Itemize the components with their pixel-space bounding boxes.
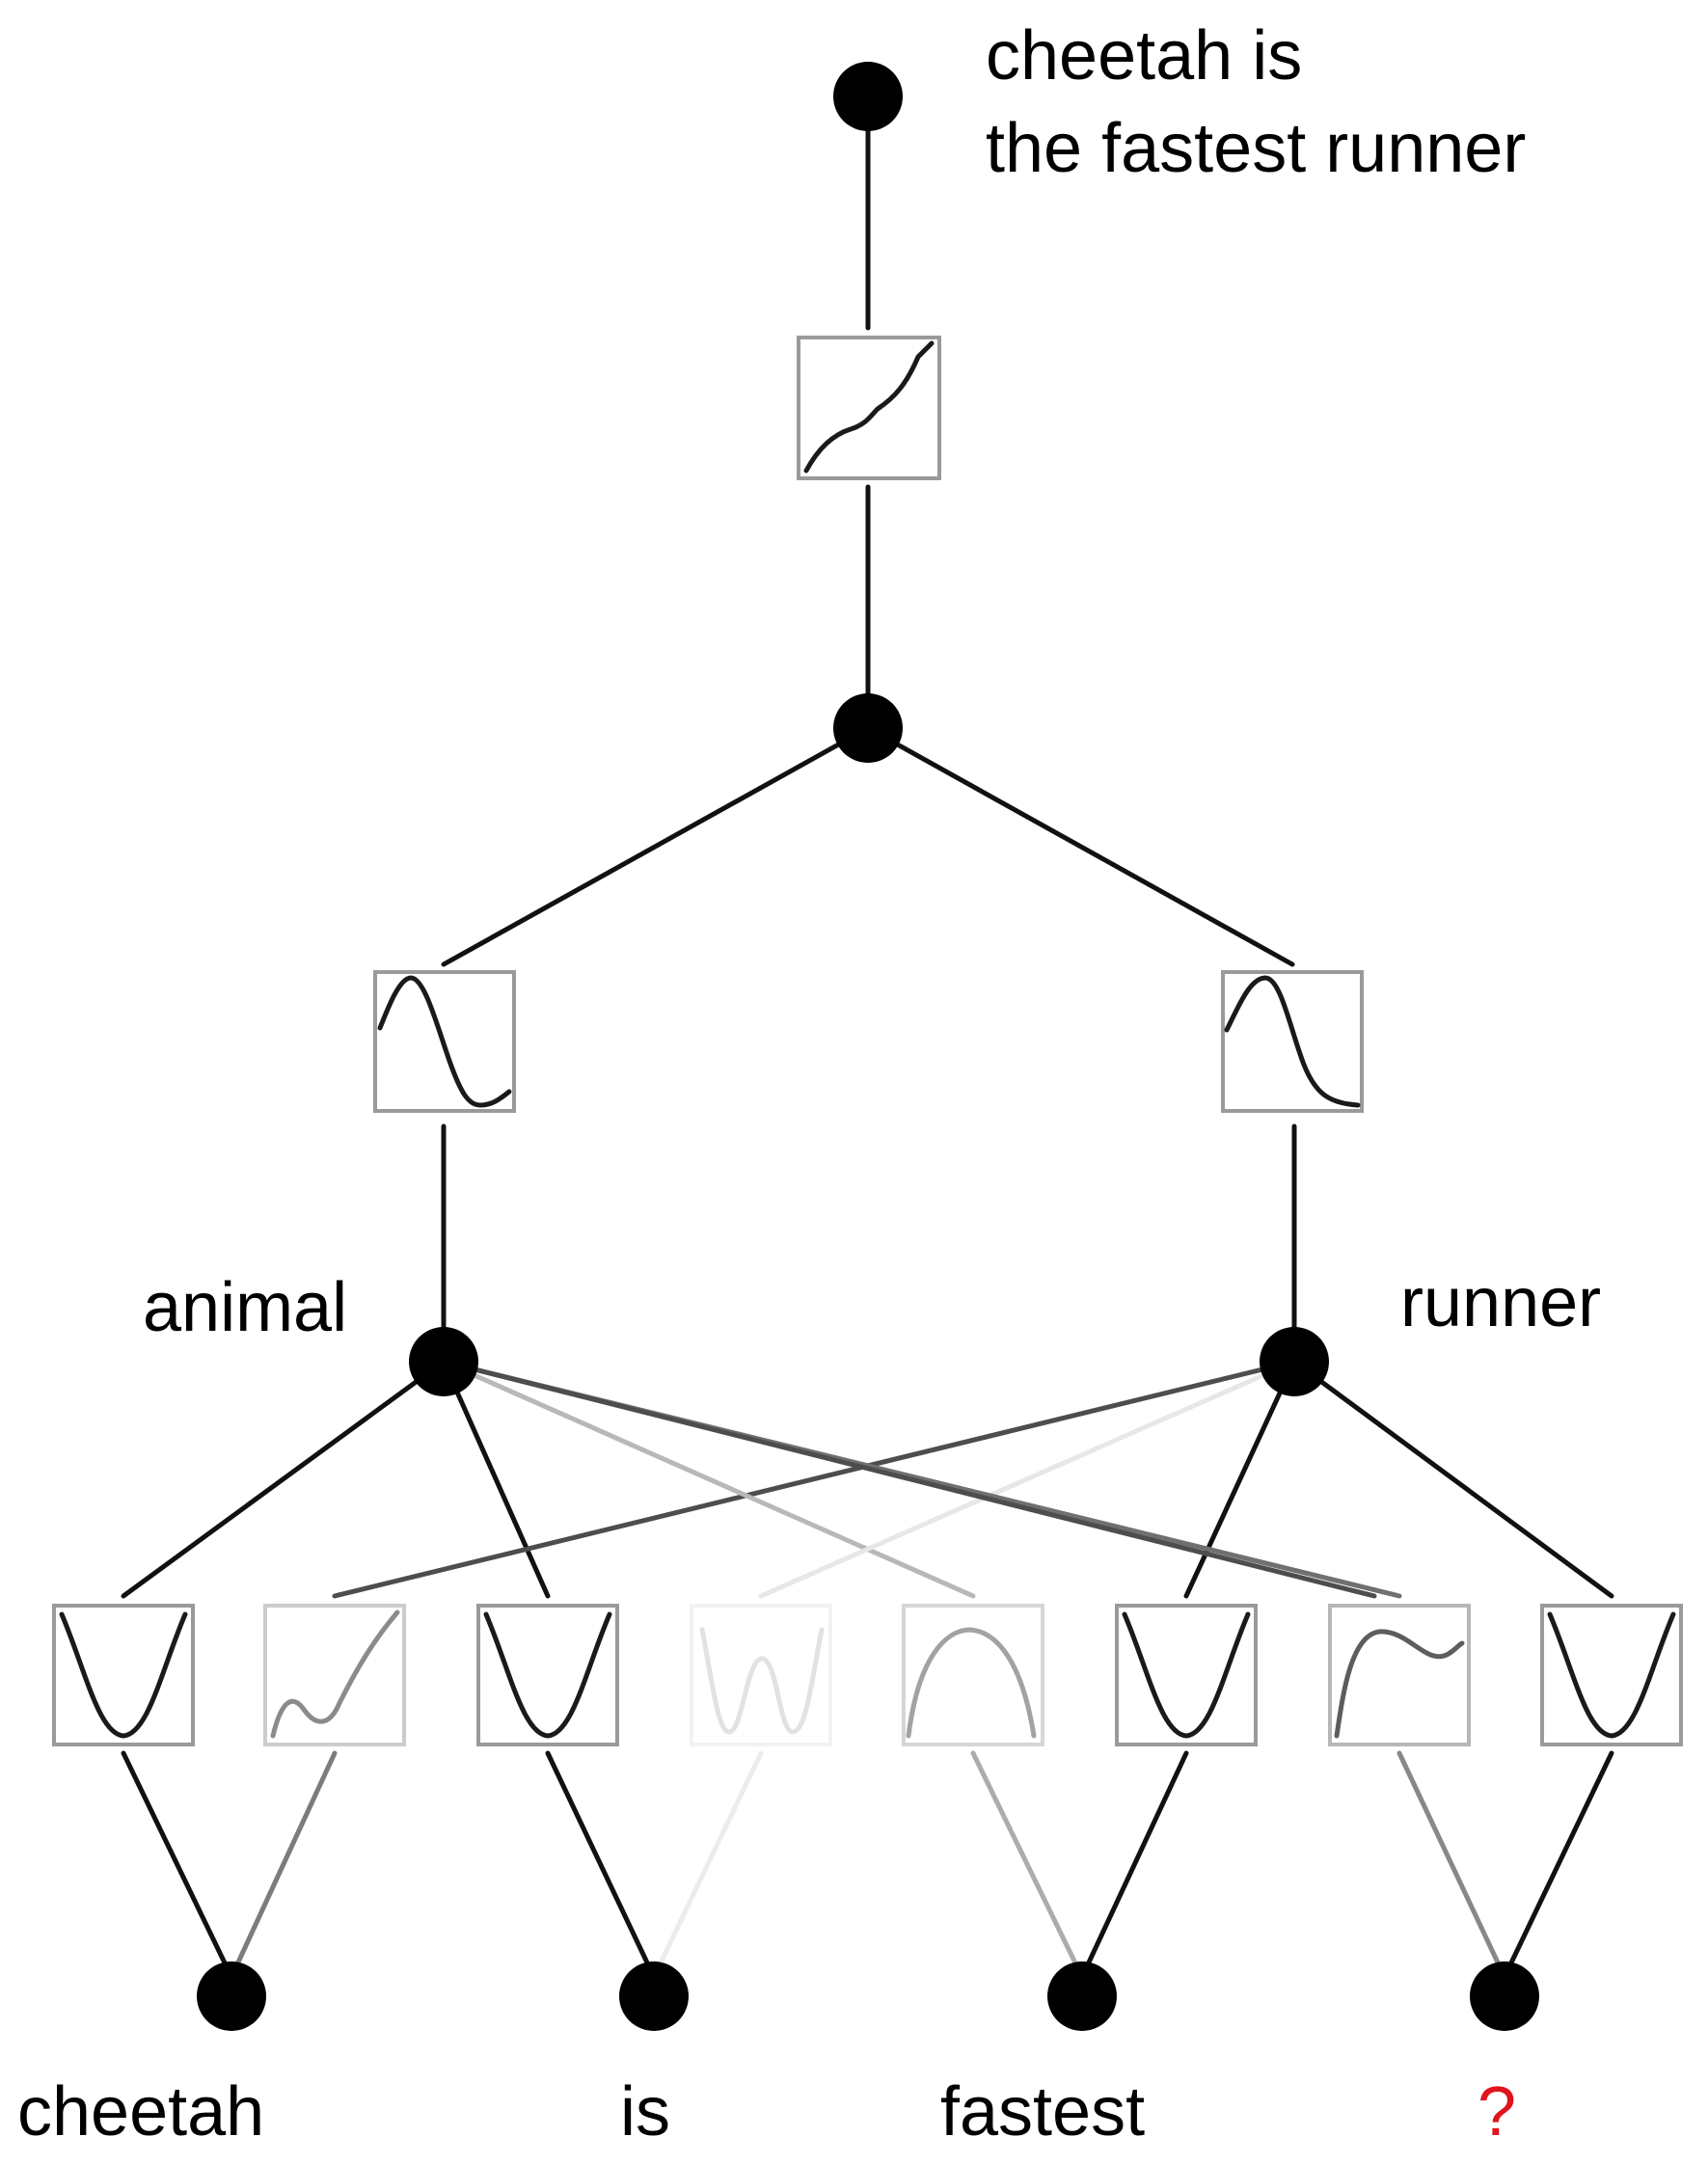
middle-right-activation-box — [1221, 970, 1364, 1113]
hidden-label-animal: animal — [143, 1269, 347, 1346]
u-curve-icon — [1122, 1611, 1251, 1739]
root-label-line2: the fastest runner — [986, 110, 1526, 187]
edge-runner-to-box-2 — [332, 1359, 1297, 1599]
edge-animal-to-box-5 — [441, 1359, 976, 1599]
top-activation-box — [797, 336, 941, 480]
edge-box-4-to-input — [651, 1750, 764, 1980]
bottom-activation-boxes — [52, 1604, 1683, 1746]
edge-animal-to-box-1 — [121, 1359, 447, 1599]
hidden-top-node — [833, 693, 903, 763]
edge-animal-to-box-3 — [441, 1359, 551, 1599]
bottom-activation-box-7 — [1328, 1604, 1471, 1746]
bottom-activation-box-8 — [1540, 1604, 1683, 1746]
hidden-label-runner: runner — [1400, 1264, 1601, 1341]
edge-box-5-to-input — [970, 1750, 1085, 1980]
bottom-activation-box-3 — [476, 1604, 619, 1746]
edge-runner-to-box-6 — [1183, 1359, 1297, 1599]
root-label-line1: cheetah is — [986, 17, 1302, 95]
edge-box-1-to-input — [121, 1750, 234, 1980]
edge-hidden-top-to-right-box — [865, 725, 1295, 967]
input-node-1 — [197, 1961, 266, 2031]
input-label-fastest: fastest — [940, 2073, 1145, 2150]
u-curve-icon — [483, 1611, 612, 1739]
input-label-cheetah: cheetah — [17, 2073, 264, 2150]
edge-box-3-to-input — [545, 1750, 657, 1980]
edge-box-6-to-input — [1079, 1750, 1189, 1980]
input-label-is: is — [620, 2073, 670, 2150]
middle-left-activation-box — [373, 970, 516, 1113]
increasing-curve-icon — [803, 340, 935, 473]
edge-box-8-to-input — [1502, 1750, 1614, 1980]
bottom-activation-box-2 — [263, 1604, 406, 1746]
edge-hidden-top-to-left-box — [441, 725, 871, 967]
bottom-activation-box-5 — [902, 1604, 1044, 1746]
bottom-activation-box-1 — [52, 1604, 195, 1746]
hidden-node-runner — [1260, 1327, 1329, 1396]
peak-decay-curve-icon — [1334, 1629, 1465, 1739]
edge-box-2-to-input — [229, 1750, 338, 1980]
w-curve-icon — [699, 1627, 825, 1735]
edge-runner-to-box-4 — [758, 1359, 1297, 1599]
bottom-to-input-edges — [121, 1750, 1614, 1980]
hidden-node-animal — [409, 1327, 478, 1396]
input-node-4 — [1470, 1961, 1539, 2031]
hidden-to-bottom-edges — [121, 1359, 1614, 1599]
bump-curve-icon — [377, 975, 512, 1108]
edge-runner-to-box-8 — [1291, 1359, 1614, 1599]
wavy-rising-curve-icon — [270, 1609, 400, 1739]
arch-curve-icon — [906, 1627, 1037, 1739]
root-node — [833, 62, 903, 131]
bottom-activation-box-4 — [690, 1604, 832, 1746]
input-node-3 — [1047, 1961, 1117, 2031]
bottom-activation-box-6 — [1115, 1604, 1258, 1746]
u-curve-icon — [1547, 1611, 1676, 1739]
input-label-question-mark: ? — [1478, 2073, 1516, 2150]
bump-curve-icon — [1224, 975, 1361, 1108]
edge-animal-to-box-7b — [441, 1359, 1377, 1599]
edge-box-7-to-input — [1396, 1750, 1507, 1980]
u-curve-icon — [59, 1611, 188, 1739]
input-node-2 — [619, 1961, 689, 2031]
